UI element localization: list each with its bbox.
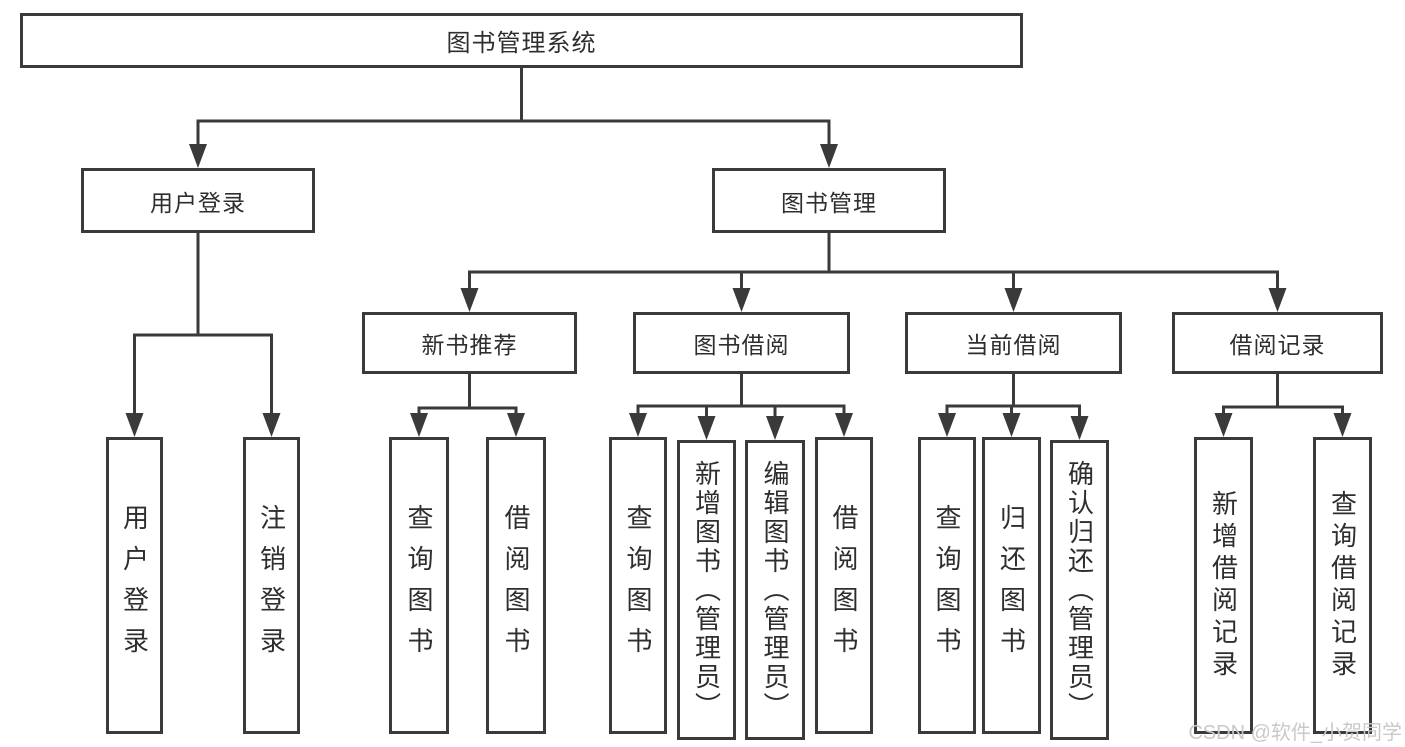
leaf-newbook-borrow-books: 借阅图书	[486, 437, 546, 734]
leaf-record-query-borrow-record: 查询借阅记录	[1313, 437, 1372, 734]
node-book-borrow: 图书借阅	[633, 312, 850, 374]
leaf-current-query-books: 查询图书	[918, 437, 976, 734]
leaf-borrow-edit-books-admin: 编辑图书（管理员）	[745, 440, 805, 740]
leaf-current-confirm-return-admin: 确认归还（管理员）	[1050, 440, 1109, 740]
leaf-user-login: 用户登录	[106, 437, 163, 734]
node-current-borrow: 当前借阅	[905, 312, 1122, 374]
leaf-record-add-borrow-record: 新增借阅记录	[1194, 437, 1253, 734]
node-borrow-record: 借阅记录	[1172, 312, 1383, 374]
node-new-book-recommend: 新书推荐	[362, 312, 577, 374]
leaf-current-return-books: 归还图书	[982, 437, 1041, 734]
node-user-login: 用户登录	[81, 168, 315, 233]
node-root-system: 图书管理系统	[20, 13, 1023, 68]
leaf-borrow-add-books-admin: 新增图书（管理员）	[677, 440, 736, 740]
leaf-newbook-query-books: 查询图书	[389, 437, 449, 734]
leaf-borrow-borrow-books: 借阅图书	[815, 437, 873, 734]
node-book-management: 图书管理	[712, 168, 946, 233]
watermark: CSDN @软件_小贺同学	[1188, 722, 1402, 744]
leaf-logout: 注销登录	[243, 437, 300, 734]
leaf-borrow-query-books: 查询图书	[609, 437, 667, 734]
